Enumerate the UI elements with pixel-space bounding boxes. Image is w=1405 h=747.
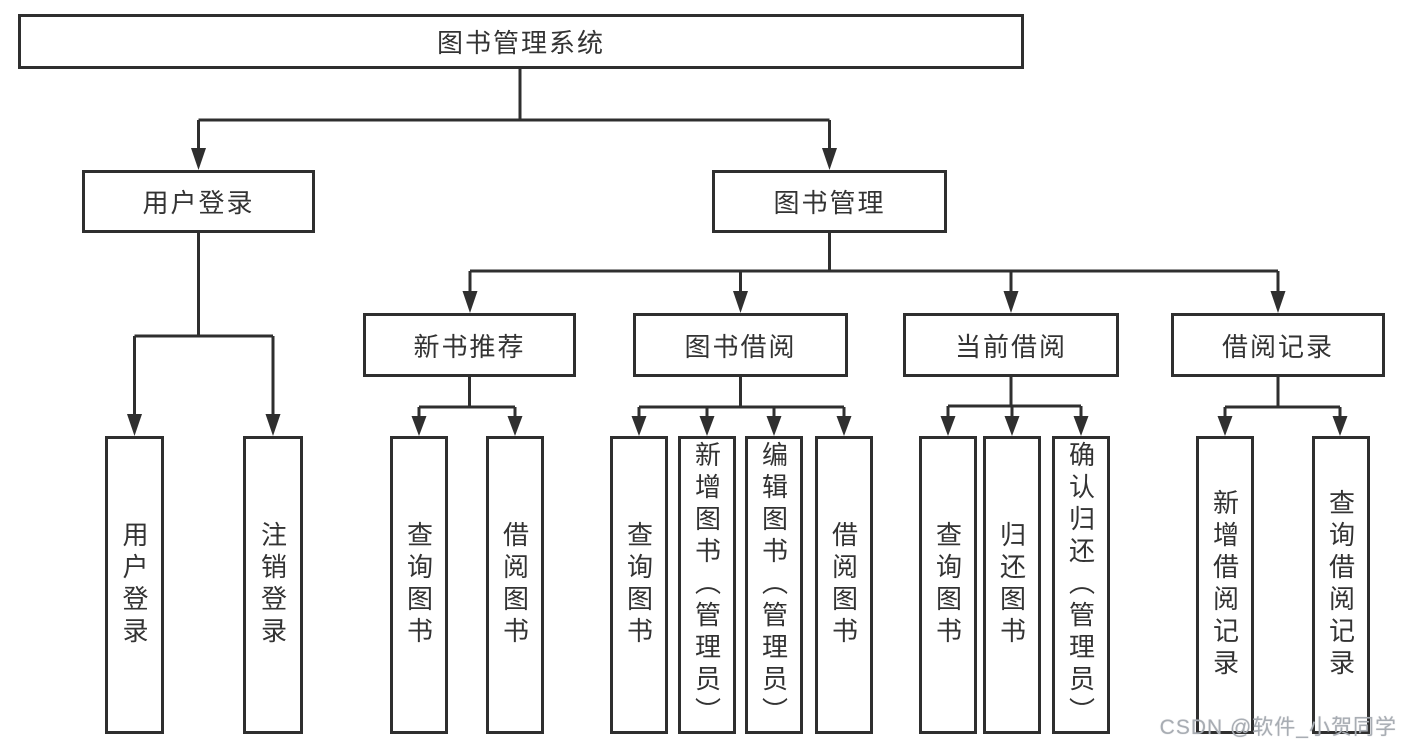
leaf-label: 查询借阅记录 [1325, 489, 1356, 681]
leaf-logout: 注销登录 [243, 436, 303, 734]
node-label: 当前借阅 [954, 331, 1067, 362]
leaf-label: 注销登录 [257, 521, 288, 649]
leaf-label: 新增借阅记录 [1209, 489, 1240, 681]
leaf-label: 编辑图书（管理员） [758, 441, 789, 729]
leaf-query-books-borrowing: 查询图书 [610, 436, 668, 734]
node-label: 用户登录 [142, 188, 255, 218]
leaf-label: 查询图书 [623, 521, 654, 649]
leaf-label: 确认归还（管理员） [1065, 441, 1096, 729]
node-user-login: 用户登录 [82, 170, 315, 233]
leaf-borrow-books-recommend: 借阅图书 [486, 436, 544, 734]
node-borrow-records: 借阅记录 [1171, 313, 1385, 377]
leaf-confirm-return-admin: 确认归还（管理员） [1052, 436, 1110, 734]
leaf-return-book: 归还图书 [983, 436, 1041, 734]
node-current-borrowing: 当前借阅 [903, 313, 1119, 377]
node-book-borrowing: 图书借阅 [633, 313, 848, 377]
leaf-add-book-admin: 新增图书（管理员） [678, 436, 736, 734]
node-label: 借阅记录 [1221, 331, 1334, 362]
leaf-edit-book-admin: 编辑图书（管理员） [745, 436, 803, 734]
leaf-label: 新增图书（管理员） [691, 441, 722, 729]
node-library-management-system: 图书管理系统 [18, 14, 1024, 69]
leaf-query-borrow-record: 查询借阅记录 [1312, 436, 1370, 734]
leaf-borrow-books-borrowing: 借阅图书 [815, 436, 873, 734]
watermark: CSDN @软件_小贺同学 [1159, 716, 1397, 739]
leaf-query-books-current: 查询图书 [919, 436, 977, 734]
node-label: 图书借阅 [684, 331, 797, 362]
node-book-management: 图书管理 [712, 170, 947, 233]
leaf-user-login: 用户登录 [105, 436, 164, 734]
node-label: 新书推荐 [413, 331, 526, 362]
node-label: 图书管理系统 [436, 28, 605, 58]
node-label: 图书管理 [773, 188, 886, 218]
leaf-label: 借阅图书 [499, 521, 530, 649]
arrowheads [127, 148, 1348, 436]
leaf-label: 查询图书 [932, 521, 963, 649]
leaf-label: 用户登录 [119, 521, 149, 649]
leaf-add-borrow-record: 新增借阅记录 [1196, 436, 1254, 734]
leaf-label: 归还图书 [996, 521, 1027, 649]
node-new-book-recommend: 新书推荐 [363, 313, 576, 377]
leaf-label: 查询图书 [403, 521, 434, 649]
leaf-label: 借阅图书 [828, 521, 859, 649]
leaf-query-books-recommend: 查询图书 [390, 436, 448, 734]
